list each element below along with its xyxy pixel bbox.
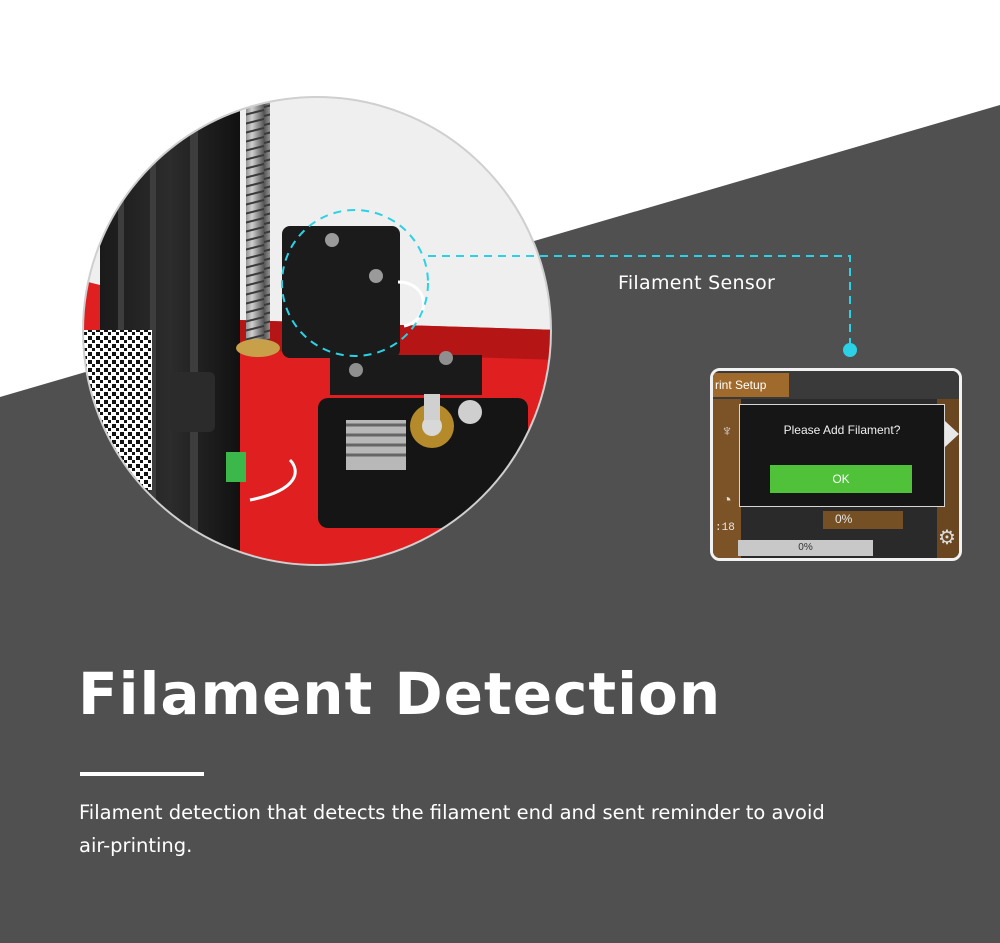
callout-connector-line — [428, 255, 851, 348]
lcd-status-band — [823, 511, 903, 529]
sensor-highlight-circle — [281, 209, 429, 357]
photo-frame-ring — [82, 96, 552, 566]
lcd-time-readout: :18 — [715, 522, 735, 534]
lcd-tab-print-setup[interactable]: rint Setup — [713, 373, 789, 397]
lcd-screen: rint Setup ♆ ◔ 0% :18 0% ⚙ Please Add Fi… — [710, 368, 962, 561]
ok-button[interactable]: OK — [770, 465, 912, 493]
lcd-progress-percent: 0% — [835, 512, 853, 526]
filament-dialog: Please Add Filament? OK — [739, 404, 945, 507]
headline-underline — [80, 772, 204, 776]
lcd-progress-bar: 0% — [738, 540, 873, 556]
dialog-message: Please Add Filament? — [783, 423, 901, 437]
callout-label: Filament Sensor — [618, 272, 776, 294]
gear-icon[interactable]: ⚙ — [938, 527, 956, 549]
headline: Filament Detection — [78, 660, 722, 728]
gauge-icon: ◔ — [722, 492, 732, 509]
lcd-left-strip — [713, 399, 741, 558]
cup-icon: ♆ — [721, 423, 733, 440]
callout-dot — [843, 343, 857, 357]
description: Filament detection that detects the fila… — [79, 801, 825, 857]
